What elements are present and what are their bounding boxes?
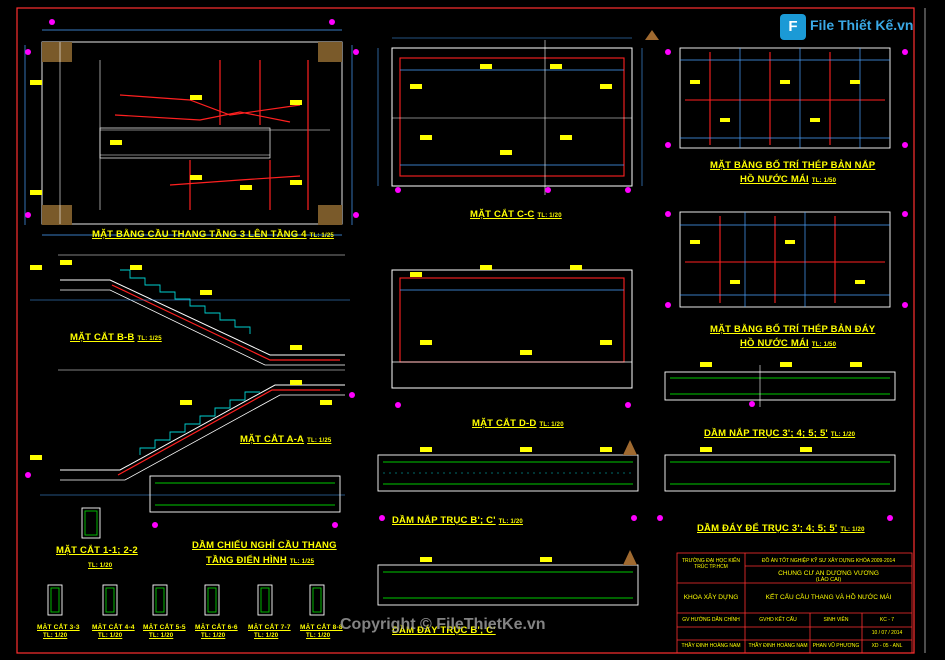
sheet-frame (16, 7, 915, 654)
small-section-6-scale: TL: 1/20 (201, 633, 226, 639)
section-1-1-scale: TL: 1/20 (88, 563, 113, 569)
logo-icon: F (780, 14, 806, 40)
title-block-name-2: THẦY ĐINH HOÀNG NAM (748, 643, 808, 649)
section-1-1-drawing (81, 507, 101, 539)
small-section-6-title: MẶT CẮT 6-6 (195, 624, 238, 631)
title-block-role-3: SINH VIÊN (823, 617, 849, 623)
title-block-name-3: PHAN VŨ PHƯƠNG (812, 643, 860, 649)
title-block-project-location: (LÀO CAI) (815, 577, 842, 583)
top-slab-plan-drawing (665, 47, 908, 149)
title-block-date: 10 / 07 / 2014 (871, 630, 903, 636)
small-section-4-scale: TL: 1/20 (98, 633, 123, 639)
small-section-5-scale: TL: 1/20 (149, 633, 174, 639)
title-block-code: XD - 05 - ANL (871, 643, 903, 649)
landing-beam-title: DẦM CHIẾU NGHỈ CẦU THANG (192, 540, 337, 551)
title-block-sheet-number: KC - 7 (879, 617, 895, 623)
beam-top-axis-3-drawing (664, 362, 896, 407)
site-logo: F File Thiết Kế.vn (780, 14, 915, 40)
small-section-7-title: MẶT CẮT 7-7 (248, 624, 291, 631)
small-section-3-title: MẶT CẮT 3-3 (37, 624, 80, 631)
bottom-slab-plan-drawing (665, 211, 908, 308)
title-block-school: TRƯỜNG ĐẠI HỌC KIẾN TRÚC TP.HCM (681, 558, 740, 570)
title-block-sheet-title: KẾT CẤU CẦU THANG VÀ HỒ NƯỚC MÁI (765, 594, 892, 601)
title-block-role-1: GV HƯỚNG DẪN CHÍNH (682, 617, 740, 623)
title-block-thesis: ĐỒ ÁN TỐT NGHIỆP KỸ SƯ XÂY DỰNG KHÓA 200… (761, 558, 896, 564)
bottom-slab-plan-title: MẶT BẰNG BỐ TRÍ THÉP BẢN ĐÁY (710, 324, 876, 335)
section-bb-drawing (30, 254, 350, 371)
small-section-3-scale: TL: 1/20 (43, 633, 68, 639)
small-sections-drawing (47, 584, 325, 616)
beam-bottom-axis-b-drawing (377, 550, 639, 606)
title-block-role-2: GVHD KẾT CẤU (759, 617, 797, 623)
title-block-faculty: KHOA XÂY DỰNG (683, 594, 739, 601)
small-section-4-title: MẶT CẮT 4-4 (92, 624, 135, 631)
small-section-8-scale: TL: 1/20 (306, 633, 331, 639)
top-slab-plan-title: MẶT BẰNG BỐ TRÍ THÉP BẢN NẮP (710, 160, 876, 171)
section-dd-drawing (391, 265, 633, 408)
small-section-5-title: MẶT CẮT 5-5 (143, 624, 186, 631)
title-block-project: CHUNG CƯ AN DƯƠNG VƯƠNG (778, 570, 879, 577)
title-block-frame (676, 552, 913, 654)
landing-beam-drawing (149, 475, 341, 528)
beam-top-axis-b-drawing (377, 440, 639, 521)
copyright-watermark: Copyright © FileThietKe.vn (340, 616, 546, 633)
section-1-1-title: MẶT CẮT 1-1; 2-2 (56, 545, 138, 556)
section-aa-drawing (25, 380, 355, 496)
small-section-8-title: MẶT CẮT 8-8 (300, 624, 343, 631)
beam-bottom-axis-3-title: DẦM ĐÁY ĐỂ TRỤC 3'; 4; 5; 5'TL: 1/20 (697, 523, 865, 534)
small-section-7-scale: TL: 1/20 (254, 633, 279, 639)
section-cc-drawing (377, 30, 659, 195)
beam-bottom-axis-b-title: DẦM ĐÁY TRỤC B'; C' (392, 625, 496, 636)
title-block-name-1: THẦY ĐINH HOÀNG NAM (681, 643, 741, 649)
beam-top-axis-3-title: DẦM NẮP TRỤC 3'; 4; 5; 5'TL: 1/20 (704, 428, 856, 439)
logo-text: File Thiết Kế.vn (810, 17, 914, 33)
beam-top-axis-b-title: DẦM NẮP TRỤC B'; C'TL: 1/20 (392, 515, 523, 526)
beam-bottom-axis-3-drawing (657, 447, 896, 521)
stair-plan-drawing (24, 19, 359, 236)
